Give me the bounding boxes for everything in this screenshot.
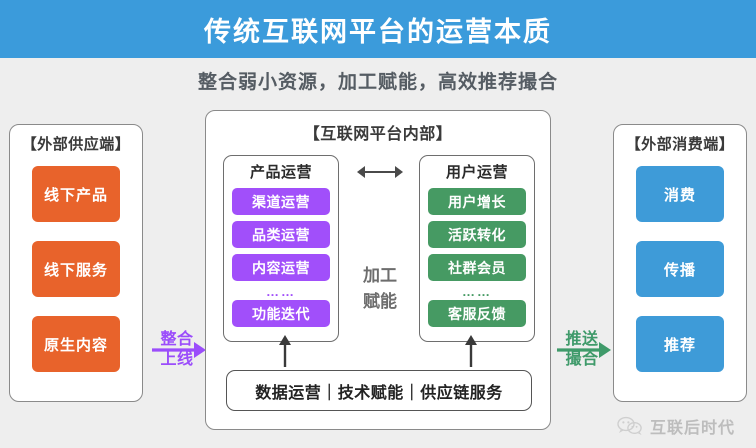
subtitle-bar: 整合弱小资源，加工赋能，高效推荐撮合 [0, 58, 756, 102]
supply-panel-title: 【外部供应端】 [21, 136, 131, 153]
watermark-text: 互联后时代 [650, 420, 736, 437]
arrow-right-icon [557, 342, 611, 358]
flow-push-line2: 撮合 [565, 351, 599, 368]
product-ops-box: 产品运营 渠道运营 品类运营 内容运营 …… 功能迭代 [223, 155, 339, 342]
foundation-bar: 数据运营｜技术赋能｜供应链服务 [226, 370, 532, 411]
arrow-up-icon-user [465, 335, 477, 367]
mid-caption-line1: 加工 [363, 266, 397, 285]
mid-caption-line2: 赋能 [363, 292, 397, 311]
page-header: 传统互联网平台的运营本质 [0, 0, 756, 58]
arrow-up-icon-product [279, 335, 291, 367]
mid-caption: 加工 赋能 [347, 263, 413, 315]
consume-chip-consumption: 消费 [636, 166, 724, 222]
flow-integrate-line2: 上线 [160, 351, 194, 368]
user-ops-title: 用户运营 [445, 164, 508, 181]
subtitle-text: 整合弱小资源，加工赋能，高效推荐撮合 [197, 71, 558, 93]
page-title: 传统互联网平台的运营本质 [204, 16, 552, 47]
spacer [614, 297, 746, 316]
flow-label-push: 推送 撮合 [551, 330, 613, 370]
user-tag-support-feedback: 客服反馈 [428, 300, 526, 327]
user-tag-community-member: 社群会员 [428, 254, 526, 281]
flow-integrate-line1: 整合 [160, 331, 194, 348]
bidirectional-arrow-icon [357, 166, 403, 178]
user-tag-growth: 用户增长 [428, 188, 526, 215]
supply-chip-native-content: 原生内容 [32, 316, 120, 372]
supply-chip-offline-product: 线下产品 [32, 166, 120, 222]
product-ops-ellipsis: …… [266, 284, 296, 299]
consume-chip-spread: 传播 [636, 241, 724, 297]
consume-panel: 【外部消费端】 消费 传播 推荐 [613, 124, 747, 402]
flow-label-integrate: 整合 上线 [146, 330, 208, 370]
spacer [10, 222, 142, 241]
ops-row: 产品运营 渠道运营 品类运营 内容运营 …… 功能迭代 用户运营 用户增长 活跃… [206, 155, 552, 342]
supply-chip-offline-service: 线下服务 [32, 241, 120, 297]
product-tag-content: 内容运营 [232, 254, 330, 281]
consume-panel-title: 【外部消费端】 [625, 136, 735, 153]
product-tag-channel: 渠道运营 [232, 188, 330, 215]
product-ops-title: 产品运营 [249, 164, 312, 181]
user-ops-box: 用户运营 用户增长 活跃转化 社群会员 …… 客服反馈 [419, 155, 535, 342]
flow-push-line1: 推送 [565, 331, 599, 348]
platform-panel: 【互联网平台内部】 产品运营 渠道运营 品类运营 内容运营 …… 功能迭代 用户… [205, 110, 551, 430]
watermark: 互联后时代 [617, 414, 735, 438]
arrow-right-icon [152, 342, 206, 358]
wechat-icon [617, 416, 642, 435]
supply-panel: 【外部供应端】 线下产品 线下服务 原生内容 [9, 124, 143, 402]
spacer [10, 297, 142, 316]
product-tag-category: 品类运营 [232, 221, 330, 248]
platform-panel-title: 【互联网平台内部】 [303, 126, 453, 143]
user-tag-activation: 活跃转化 [428, 221, 526, 248]
user-ops-ellipsis: …… [462, 284, 492, 299]
product-tag-feature-iteration: 功能迭代 [232, 300, 330, 327]
spacer [614, 222, 746, 241]
diagram-stage: 【外部供应端】 线下产品 线下服务 原生内容 整合 上线 【互联网平台内部】 产… [0, 102, 756, 448]
consume-chip-recommend: 推荐 [636, 316, 724, 372]
